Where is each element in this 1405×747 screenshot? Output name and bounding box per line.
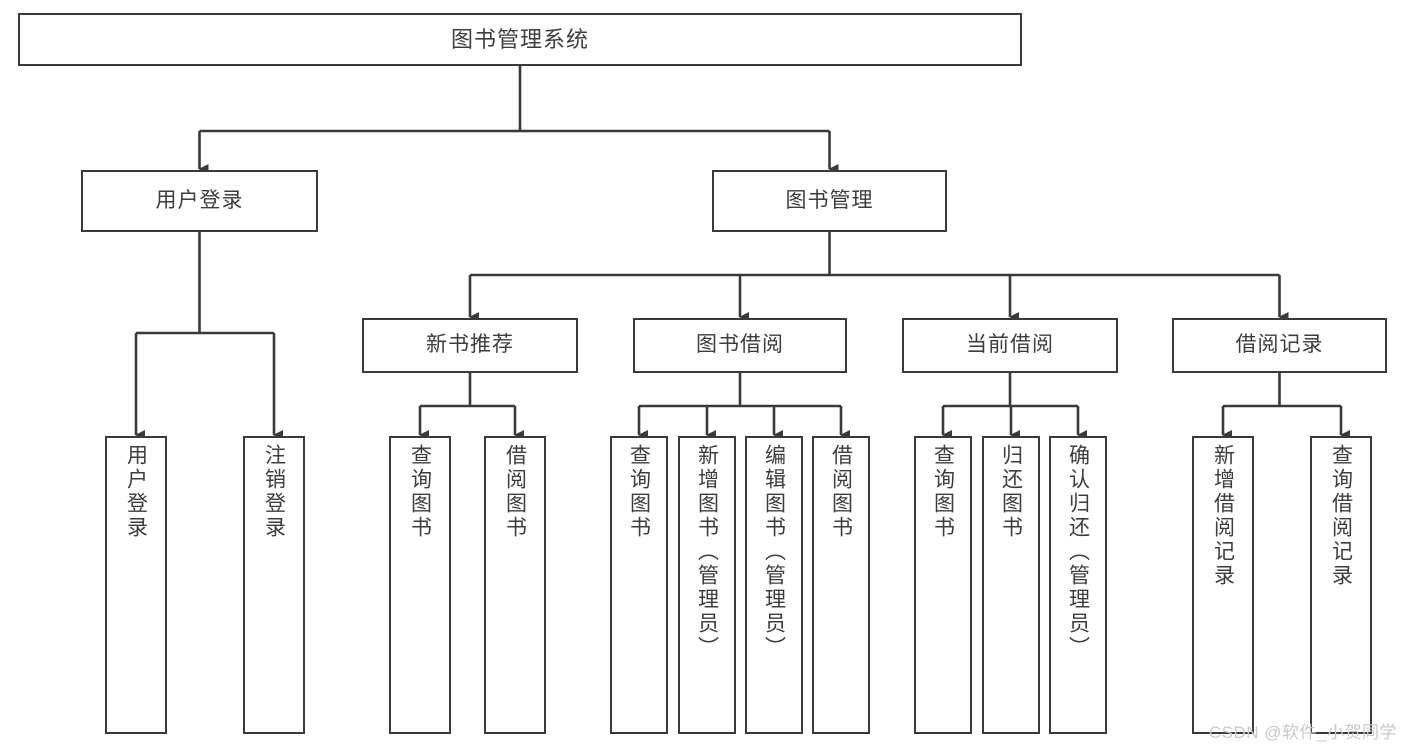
node-label: 注销登录	[262, 444, 286, 540]
node-l2_0[interactable]: 用户登录	[81, 170, 318, 232]
node-label: 借阅记录	[1235, 333, 1324, 357]
node-label: 新增借阅记录	[1211, 444, 1235, 588]
node-leaf_5[interactable]: 新增图书（管理员）	[678, 436, 736, 734]
node-leaf_3[interactable]: 借阅图书	[484, 436, 546, 734]
node-leaf_11[interactable]: 新增借阅记录	[1192, 436, 1254, 734]
node-label: 图书借阅	[696, 333, 784, 357]
node-leaf_4[interactable]: 查询图书	[610, 436, 668, 734]
node-label: 查询图书	[931, 444, 955, 540]
node-label: 新书推荐	[426, 333, 514, 357]
node-label: 查询图书	[627, 444, 651, 540]
node-leaf_10[interactable]: 确认归还（管理员）	[1049, 436, 1107, 734]
node-leaf_12[interactable]: 查询借阅记录	[1310, 436, 1372, 734]
node-root[interactable]: 图书管理系统	[18, 13, 1022, 66]
watermark-text: CSDN @软件_小贺同学	[1208, 723, 1397, 742]
node-label: 查询图书	[408, 444, 432, 540]
node-label: 用户登录	[155, 188, 244, 212]
node-leaf_2[interactable]: 查询图书	[389, 436, 451, 734]
node-label: 图书管理	[785, 188, 874, 212]
node-label: 归还图书	[999, 444, 1023, 540]
node-label: 编辑图书（管理员）	[762, 444, 786, 660]
node-l2_1[interactable]: 图书管理	[712, 170, 947, 232]
node-l3_3[interactable]: 借阅记录	[1172, 318, 1387, 373]
node-label: 借阅图书	[829, 444, 853, 540]
node-label: 当前借阅	[966, 333, 1054, 357]
node-leaf_6[interactable]: 编辑图书（管理员）	[745, 436, 803, 734]
node-label: 图书管理系统	[450, 26, 589, 52]
node-leaf_0[interactable]: 用户登录	[105, 436, 167, 734]
node-leaf_1[interactable]: 注销登录	[243, 436, 305, 734]
node-label: 借阅图书	[503, 444, 527, 540]
node-leaf_9[interactable]: 归还图书	[982, 436, 1040, 734]
node-label: 新增图书（管理员）	[695, 444, 719, 660]
node-label: 用户登录	[124, 444, 148, 540]
node-leaf_8[interactable]: 查询图书	[914, 436, 972, 734]
node-l3_1[interactable]: 图书借阅	[633, 318, 847, 373]
node-label: 确认归还（管理员）	[1066, 444, 1090, 660]
node-label: 查询借阅记录	[1329, 444, 1353, 588]
node-leaf_7[interactable]: 借阅图书	[812, 436, 870, 734]
node-l3_2[interactable]: 当前借阅	[902, 318, 1118, 373]
node-l3_0[interactable]: 新书推荐	[362, 318, 578, 373]
